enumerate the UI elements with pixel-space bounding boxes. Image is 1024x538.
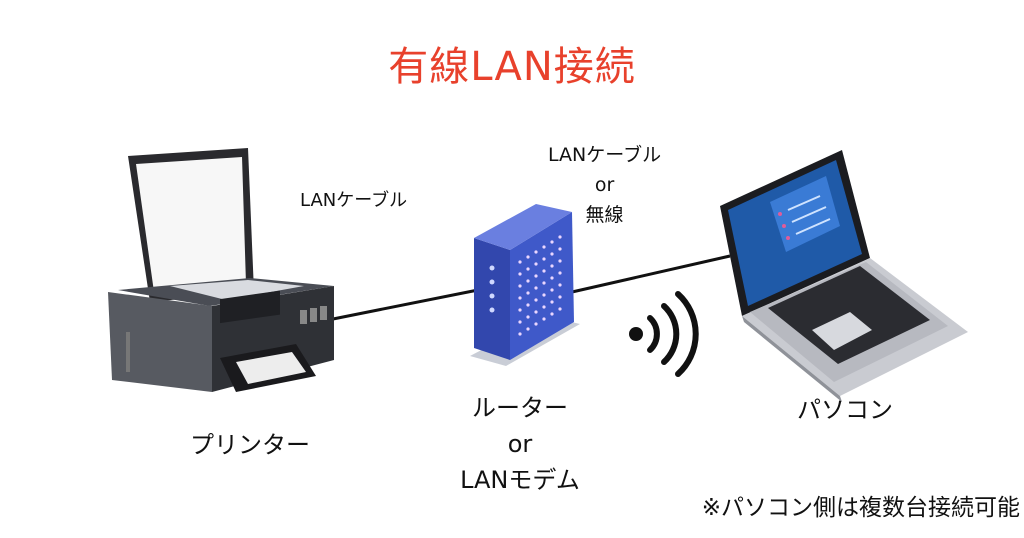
printer-label: プリンター [190, 431, 310, 459]
lan-cable-printer-router [317, 288, 479, 324]
diagram-title: 有線LAN接続 [388, 44, 636, 90]
printer-icon [108, 148, 334, 392]
laptop-icon [720, 150, 968, 402]
router-line-2: or [507, 430, 533, 458]
footnote: ※パソコン側は複数台接続可能 [701, 495, 1020, 521]
router-line-3: LANモデム [460, 466, 580, 494]
cable-right-line-3: 無線 [585, 204, 624, 226]
lan-cable-router-pc [571, 254, 731, 294]
router-icon [470, 204, 580, 366]
cable-label-right: LANケーブル or 無線 [548, 140, 661, 230]
cable-right-line-2: or [594, 174, 615, 196]
router-dot-grid [518, 235, 562, 336]
cable-right-line-1: LANケーブル [548, 144, 662, 166]
router-label: ルーター or LANモデム [420, 390, 620, 498]
cable-label-left: LANケーブル [300, 190, 408, 211]
router-line-1: ルーター [472, 394, 568, 422]
wifi-signal-icon [629, 291, 699, 377]
pc-label: パソコン [797, 396, 893, 424]
